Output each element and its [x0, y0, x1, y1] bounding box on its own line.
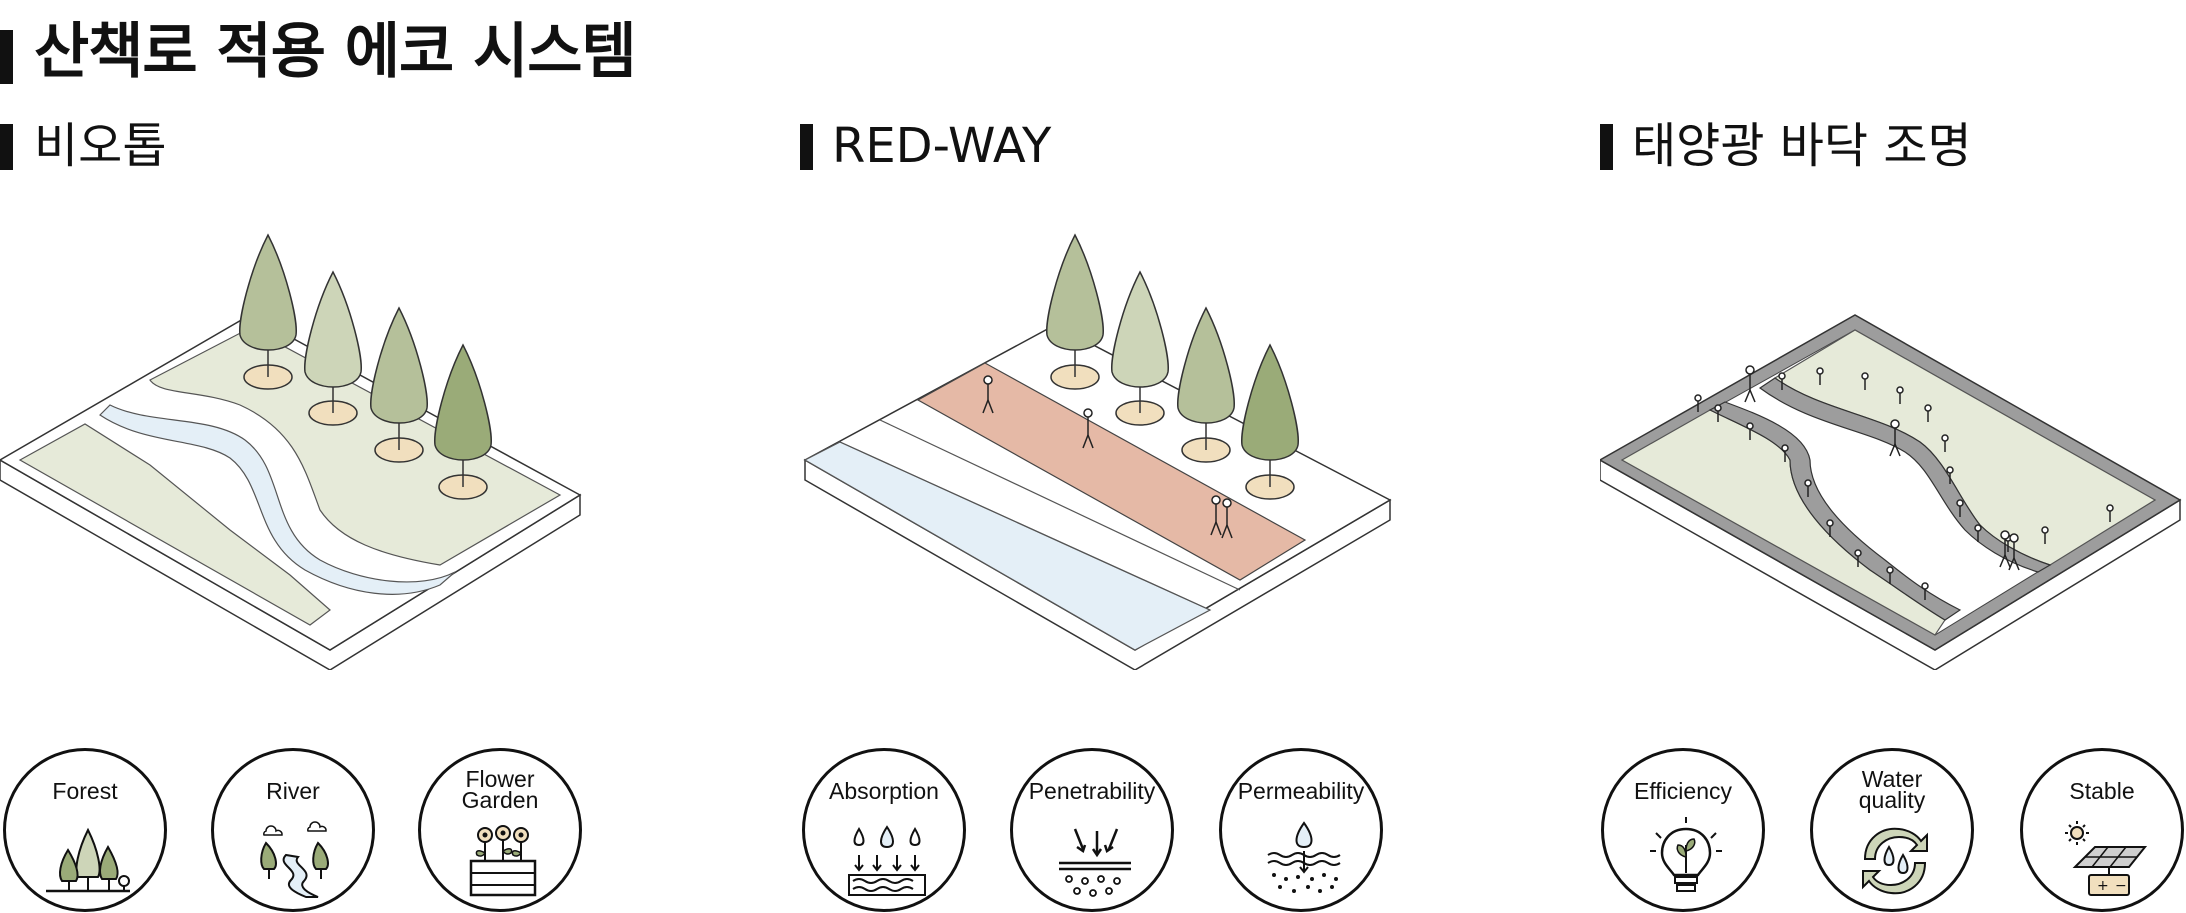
section-title-biotope: 비오톱	[34, 118, 167, 174]
efficiency-icon	[1650, 817, 1722, 892]
badge-label: Flower Garden	[461, 766, 539, 813]
lit-path	[1758, 377, 2052, 573]
lit-path	[1708, 401, 1962, 621]
badge-label: Penetrability	[1028, 778, 1156, 804]
badge-label: Permeability	[1237, 778, 1365, 804]
biotope-illustration	[0, 233, 582, 670]
lawn-area	[149, 327, 562, 566]
main-title-bar	[0, 30, 13, 84]
page-title: 산책로 적용 에코 시스템	[34, 17, 637, 87]
solar-lamp-posts	[1694, 367, 2114, 600]
badge-flower-garden: Flower Garden	[418, 748, 582, 912]
badge-penetrability: Penetrability	[1010, 748, 1174, 912]
river-icon	[260, 821, 329, 898]
badge-absorption: Absorption	[802, 748, 966, 912]
badge-permeability: Permeability	[1219, 748, 1383, 912]
badge-label: Absorption	[829, 778, 939, 804]
penetrability-icon	[1059, 828, 1131, 897]
section-title-solar: 태양광 바닥 조명	[1632, 118, 1972, 174]
pedestrian-figures	[982, 375, 1233, 539]
badge-river: River	[211, 748, 375, 912]
badge-label: Efficiency	[1633, 778, 1732, 804]
badge-forest: Forest	[3, 748, 167, 912]
badge-stable: Stable + −	[2020, 748, 2184, 912]
badge-water-quality: Water quality	[1810, 748, 1974, 912]
badge-label: Forest	[52, 778, 118, 804]
redway-illustration	[803, 233, 1392, 670]
section-title-redway: RED-WAY	[832, 118, 1052, 174]
forest-icon	[46, 827, 130, 893]
pedestrian-figures	[1744, 365, 2020, 571]
permeability-icon	[1267, 821, 1341, 893]
tree-group	[239, 233, 492, 500]
badge-efficiency: Efficiency	[1601, 748, 1765, 912]
river-stream	[99, 404, 456, 595]
absorption-icon	[848, 825, 926, 896]
flower-garden-icon	[469, 825, 537, 897]
tree-group	[1046, 233, 1299, 500]
svg-text:−: −	[2115, 878, 2127, 894]
lawn-area	[18, 423, 331, 626]
svg-text:+: +	[2097, 878, 2109, 894]
water-quality-icon	[1862, 827, 1928, 895]
solar-lighting-illustration	[1600, 314, 2182, 670]
section-title-bar	[1600, 124, 1613, 170]
section-title-bar	[800, 124, 813, 170]
badge-label: Stable	[2069, 778, 2135, 804]
red-way-path	[916, 362, 1307, 581]
badge-label: River	[266, 778, 320, 804]
stable-icon: + −	[2065, 821, 2148, 896]
badge-label: Water quality	[1858, 766, 1926, 813]
section-title-bar	[0, 124, 13, 170]
